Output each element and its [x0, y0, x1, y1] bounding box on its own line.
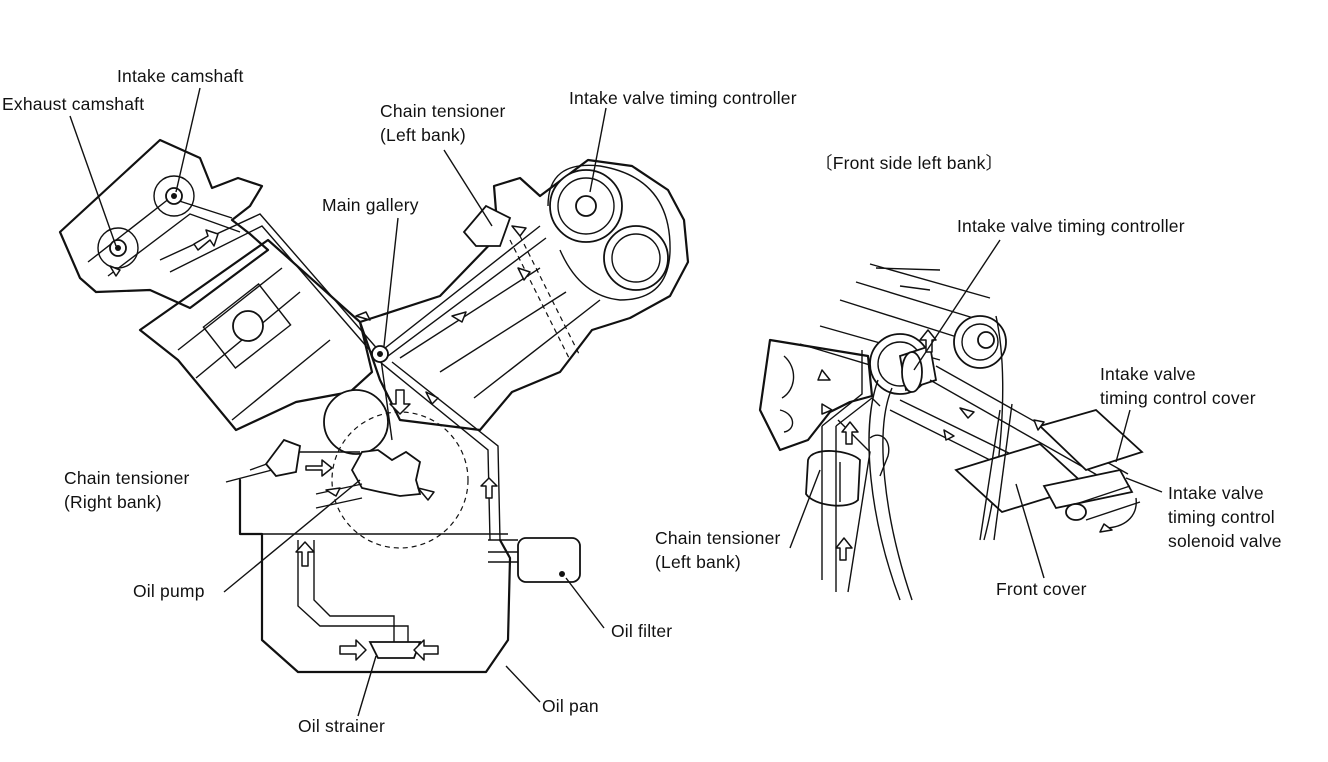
label-line: solenoid valve	[1168, 531, 1282, 551]
front-side-detail-drawing	[758, 263, 1144, 601]
label-front-cover: Front cover	[996, 579, 1087, 599]
label-line: Intake valve	[1168, 483, 1264, 503]
leader-lines-right	[789, 239, 1163, 579]
label-line: timing control	[1168, 507, 1275, 527]
label-line: Chain tensioner	[380, 101, 506, 121]
label-front-side-left-bank: 〔Front side left bank〕	[815, 153, 1004, 173]
right-cylinder-bank	[358, 158, 690, 432]
leader-lines-left	[69, 87, 607, 717]
label-line: Chain tensioner	[64, 468, 190, 488]
label-oil-pump: Oil pump	[133, 581, 205, 601]
label-main-gallery: Main gallery	[322, 195, 419, 215]
label-oil-pan: Oil pan	[542, 696, 599, 716]
label-intake-valve-timing-controller-top: Intake valve timing controller	[569, 88, 797, 108]
label-oil-filter: Oil filter	[611, 621, 673, 641]
intake-camshaft-drawing	[153, 175, 195, 217]
oil-flow-arrows	[109, 225, 531, 567]
label-line: timing control cover	[1100, 388, 1256, 408]
oil-filter-drawing	[488, 537, 581, 583]
label-intake-valve-timing-control-solenoid-valve: Intake valve timing control solenoid val…	[1168, 481, 1282, 553]
label-intake-valve-timing-controller-detail: Intake valve timing controller	[957, 216, 1185, 236]
label-line: Chain tensioner	[655, 528, 781, 548]
label-chain-tensioner-left-detail: Chain tensioner (Left bank)	[655, 526, 781, 574]
exhaust-camshaft-drawing	[97, 227, 139, 269]
label-line: Intake valve	[1100, 364, 1196, 384]
label-line: (Right bank)	[64, 492, 162, 512]
label-line: (Left bank)	[655, 552, 741, 572]
crank-and-oil-pump	[249, 389, 469, 549]
label-intake-valve-timing-control-cover: Intake valve timing control cover	[1100, 362, 1256, 410]
label-chain-tensioner-right: Chain tensioner (Right bank)	[64, 466, 190, 514]
label-line: (Left bank)	[380, 125, 466, 145]
oil-strainer-drawing	[339, 639, 439, 661]
label-exhaust-camshaft: Exhaust camshaft	[2, 94, 145, 114]
label-chain-tensioner-left-top: Chain tensioner (Left bank)	[380, 99, 506, 147]
label-intake-camshaft: Intake camshaft	[117, 66, 244, 86]
label-oil-strainer: Oil strainer	[298, 716, 386, 736]
